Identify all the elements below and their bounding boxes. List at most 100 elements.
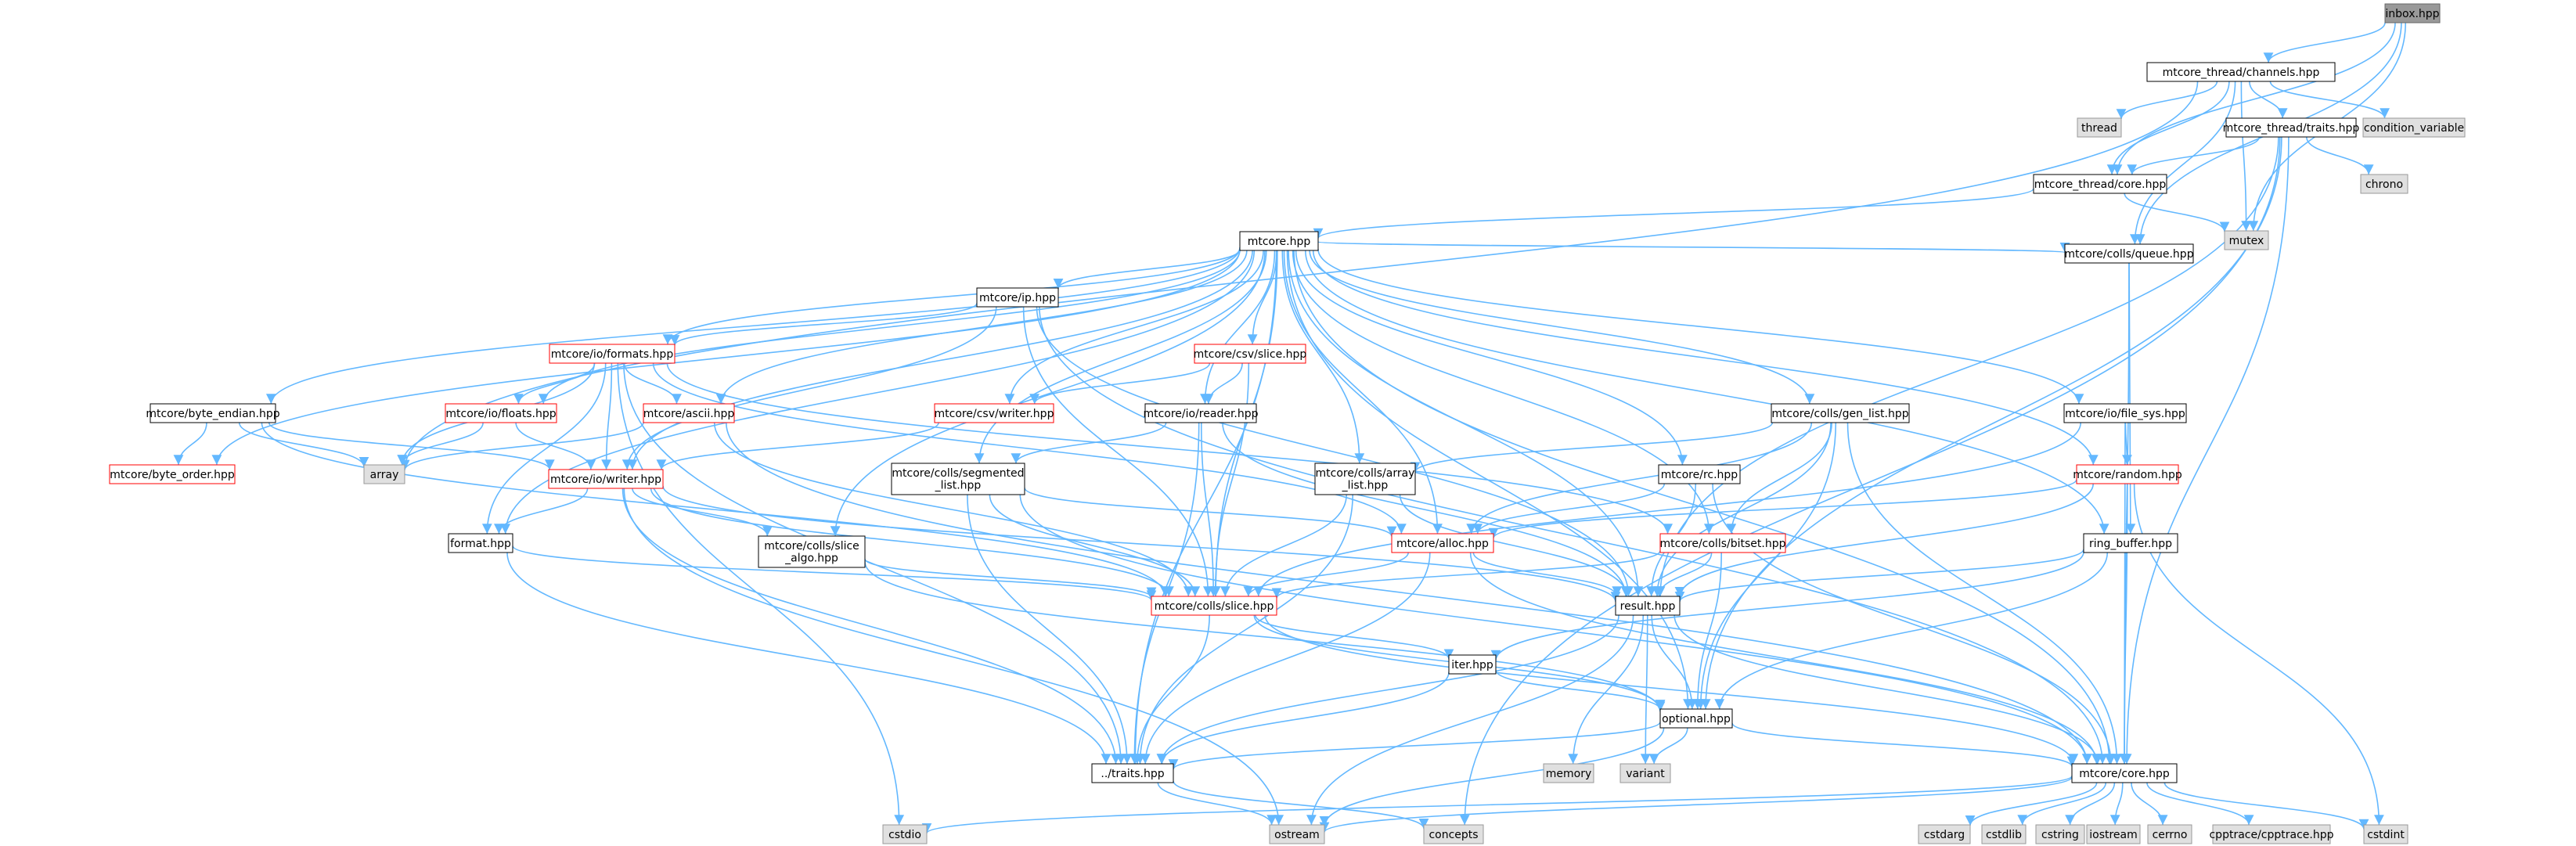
node-csvslice[interactable]: mtcore/csv/slice.hpp xyxy=(1194,344,1307,364)
node-byteorder[interactable]: mtcore/byte_order.hpp xyxy=(109,464,236,484)
node-cerrno[interactable]: cerrno xyxy=(2147,824,2192,844)
node-box[interactable] xyxy=(2063,403,2187,423)
node-channels[interactable]: mtcore_thread/channels.hpp xyxy=(2146,62,2336,82)
node-box[interactable] xyxy=(109,464,236,484)
node-box[interactable] xyxy=(1091,763,1174,783)
node-box[interactable] xyxy=(1659,533,1786,553)
node-condvar[interactable]: condition_variable xyxy=(2362,117,2466,138)
node-arraylist[interactable]: mtcore/colls/array_list.hpp xyxy=(1314,463,1416,495)
node-box[interactable] xyxy=(2077,117,2122,138)
node-ringbuf[interactable]: ring_buffer.hpp xyxy=(2083,533,2178,553)
node-slice[interactable]: mtcore/colls/slice.hpp xyxy=(1151,596,1277,616)
node-box[interactable] xyxy=(2384,3,2441,23)
node-box[interactable] xyxy=(976,287,1059,308)
node-inbox[interactable]: inbox.hpp xyxy=(2384,3,2441,23)
node-box[interactable] xyxy=(2225,117,2357,138)
node-box[interactable] xyxy=(2035,824,2085,844)
node-box[interactable] xyxy=(2224,230,2269,250)
node-box[interactable] xyxy=(2363,824,2408,844)
node-box[interactable] xyxy=(1448,654,1497,675)
node-box[interactable] xyxy=(1314,463,1416,495)
node-bitset[interactable]: mtcore/colls/bitset.hpp xyxy=(1659,533,1786,553)
node-box[interactable] xyxy=(2076,464,2179,484)
node-box[interactable] xyxy=(1615,596,1681,616)
node-iowriter[interactable]: mtcore/io/writer.hpp xyxy=(548,469,664,489)
node-box[interactable] xyxy=(1391,533,1494,553)
node-box[interactable] xyxy=(1658,464,1741,484)
node-formats[interactable]: mtcore/io/formats.hpp xyxy=(549,344,676,364)
node-core[interactable]: mtcore/core.hpp xyxy=(2071,763,2178,783)
node-cstdio[interactable]: cstdio xyxy=(882,824,928,844)
node-box[interactable] xyxy=(1543,763,1594,783)
node-box[interactable] xyxy=(1151,596,1277,616)
node-box[interactable] xyxy=(1144,403,1257,423)
node-memory[interactable]: memory xyxy=(1543,763,1594,783)
node-mutex[interactable]: mutex xyxy=(2224,230,2269,250)
node-box[interactable] xyxy=(2071,763,2178,783)
node-core_thread[interactable]: mtcore_thread/core.hpp xyxy=(2033,174,2167,194)
node-box[interactable] xyxy=(1269,824,1325,844)
node-box[interactable] xyxy=(2212,824,2331,844)
node-iofloats[interactable]: mtcore/io/floats.hpp xyxy=(445,403,557,423)
node-concepts[interactable]: concepts xyxy=(1423,824,1484,844)
node-traits_thread[interactable]: mtcore_thread/traits.hpp xyxy=(2223,117,2360,138)
node-filesys[interactable]: mtcore/io/file_sys.hpp xyxy=(2063,403,2187,423)
node-csvwriter[interactable]: mtcore/csv/writer.hpp xyxy=(934,403,1054,423)
node-box[interactable] xyxy=(363,464,405,484)
node-format[interactable]: format.hpp xyxy=(448,533,513,553)
node-iostream[interactable]: iostream xyxy=(2086,824,2141,844)
node-rc[interactable]: mtcore/rc.hpp xyxy=(1658,464,1741,484)
node-box[interactable] xyxy=(445,403,557,423)
node-box[interactable] xyxy=(758,535,866,568)
node-box[interactable] xyxy=(891,463,1025,495)
node-chrono[interactable]: chrono xyxy=(2360,174,2408,194)
node-box[interactable] xyxy=(548,469,664,489)
node-mtcore[interactable]: mtcore.hpp xyxy=(1239,231,1319,251)
node-box[interactable] xyxy=(1659,708,1733,729)
node-thread[interactable]: thread xyxy=(2077,117,2122,138)
node-variant[interactable]: variant xyxy=(1619,763,1671,783)
node-array[interactable]: array xyxy=(363,464,405,484)
node-box[interactable] xyxy=(2147,824,2192,844)
node-cstdlib[interactable]: cstdlib xyxy=(1981,824,2027,844)
node-box[interactable] xyxy=(1771,403,1910,423)
node-box[interactable] xyxy=(2362,117,2466,138)
node-iter[interactable]: iter.hpp xyxy=(1448,654,1497,675)
node-result[interactable]: result.hpp xyxy=(1615,596,1681,616)
node-cstdint[interactable]: cstdint xyxy=(2363,824,2408,844)
node-box[interactable] xyxy=(1918,824,1971,844)
node-traits[interactable]: ../traits.hpp xyxy=(1091,763,1174,783)
node-segmented[interactable]: mtcore/colls/segmented_list.hpp xyxy=(891,463,1025,495)
node-box[interactable] xyxy=(2146,62,2336,82)
node-box[interactable] xyxy=(448,533,513,553)
node-slicealgo[interactable]: mtcore/colls/slice_algo.hpp xyxy=(758,535,866,568)
node-optional[interactable]: optional.hpp xyxy=(1659,708,1733,729)
node-box[interactable] xyxy=(2033,174,2167,194)
node-cstdarg[interactable]: cstdarg xyxy=(1918,824,1971,844)
node-queue[interactable]: mtcore/colls/queue.hpp xyxy=(2064,243,2194,264)
node-box[interactable] xyxy=(934,403,1054,423)
node-byteendian[interactable]: mtcore/byte_endian.hpp xyxy=(146,403,280,423)
node-box[interactable] xyxy=(1194,344,1306,364)
node-ioreader[interactable]: mtcore/io/reader.hpp xyxy=(1143,403,1259,423)
node-box[interactable] xyxy=(150,403,276,423)
node-box[interactable] xyxy=(1619,763,1671,783)
node-ip[interactable]: mtcore/ip.hpp xyxy=(976,287,1059,308)
node-box[interactable] xyxy=(882,824,928,844)
node-box[interactable] xyxy=(2360,174,2408,194)
node-cpptrace[interactable]: cpptrace/cpptrace.hpp xyxy=(2209,824,2334,844)
node-box[interactable] xyxy=(1981,824,2027,844)
node-cstring[interactable]: cstring xyxy=(2035,824,2085,844)
node-ascii[interactable]: mtcore/ascii.hpp xyxy=(643,403,735,423)
node-genlist[interactable]: mtcore/colls/gen_list.hpp xyxy=(1771,403,1910,423)
node-random[interactable]: mtcore/random.hpp xyxy=(2073,464,2182,484)
node-box[interactable] xyxy=(643,403,735,423)
node-box[interactable] xyxy=(1239,231,1319,251)
node-box[interactable] xyxy=(1423,824,1484,844)
node-box[interactable] xyxy=(2064,243,2194,264)
node-ostream[interactable]: ostream xyxy=(1269,824,1325,844)
node-box[interactable] xyxy=(2086,824,2141,844)
node-box[interactable] xyxy=(2083,533,2178,553)
node-box[interactable] xyxy=(549,344,676,364)
node-alloc[interactable]: mtcore/alloc.hpp xyxy=(1391,533,1494,553)
